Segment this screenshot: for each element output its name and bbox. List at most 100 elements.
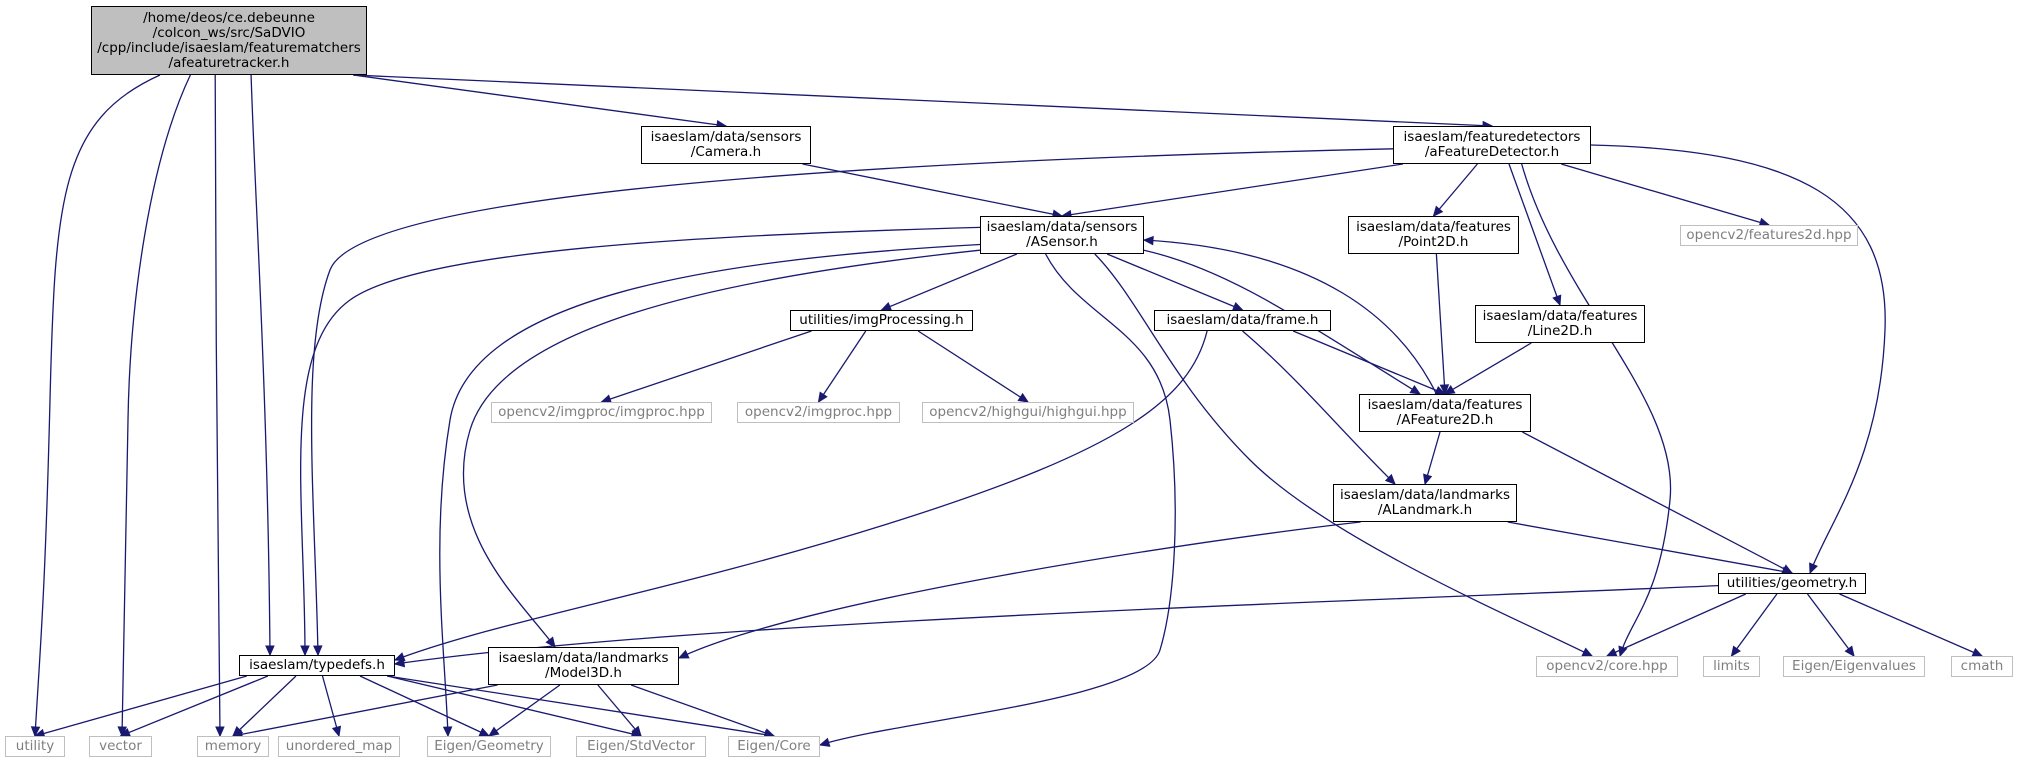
arrowhead	[1142, 235, 1154, 246]
edge-asensor-to-frame	[1106, 253, 1244, 311]
arrowhead	[1443, 385, 1456, 395]
edge-frame-to-typedefs	[393, 330, 1208, 662]
edge-afeature2d-to-alandmark	[1423, 431, 1441, 486]
arrowhead	[265, 645, 275, 657]
edge-afeaturedetector-to-point2d	[1432, 163, 1478, 217]
edge-asensor-to-model3d	[462, 249, 981, 648]
edge-imgprocessing-to-imgproc	[817, 330, 867, 404]
node-eigen-geometry: Eigen/Geometry	[427, 736, 551, 757]
arrowhead	[442, 726, 453, 738]
edge-alandmark-to-geometry	[1507, 521, 1794, 577]
node-geometry[interactable]: utilities/geometry.h	[1718, 573, 1866, 594]
edge-imgprocessing-to-highgui	[917, 330, 1030, 403]
edge-geometry-to-typedefs	[393, 584, 1719, 668]
node-cmath: cmath	[1951, 656, 2013, 677]
edge-afeaturedetector-to-line2d	[1508, 163, 1562, 307]
arrowhead	[677, 649, 690, 659]
arrowhead	[817, 391, 828, 404]
edge-typedefs-to-eigen-geometry	[359, 675, 491, 737]
arrowhead	[1432, 205, 1444, 217]
node-frame[interactable]: isaeslam/data/frame.h	[1154, 310, 1331, 331]
arrowhead	[1423, 473, 1433, 486]
edge-root-to-utility	[30, 74, 161, 738]
edge-geometry-to-corehpp	[1605, 593, 1747, 657]
edge-afeature2d-to-asensor	[1142, 235, 1437, 395]
arrowhead	[1409, 384, 1422, 395]
arrowhead	[313, 645, 323, 657]
node-typedefs[interactable]: isaeslam/typedefs.h	[239, 655, 395, 676]
edge-afeature2d-to-geometry	[1522, 431, 1794, 574]
arrowhead	[331, 725, 342, 738]
node-limits: limits	[1703, 656, 1760, 677]
edge-root-to-afeaturedetector	[353, 74, 1494, 131]
node-highgui: opencv2/highgui/highgui.hpp	[922, 402, 1134, 423]
node-root[interactable]: /home/deos/ce.debeunne /colcon_ws/src/Sa…	[91, 6, 367, 75]
edge-model3d-to-eigen-core	[630, 684, 776, 738]
arrowhead	[30, 726, 41, 738]
edge-asensor-to-corehpp	[1094, 253, 1594, 657]
arrowhead	[1384, 473, 1396, 485]
edge-model3d-to-eigen-geometry	[488, 684, 561, 737]
arrowhead	[488, 726, 500, 737]
arrowhead	[1552, 294, 1562, 307]
node-vector: vector	[89, 736, 152, 757]
node-point2d[interactable]: isaeslam/data/features /Point2D.h	[1348, 216, 1519, 254]
edge-root-to-typedefs	[250, 74, 275, 657]
edge-afeaturedetector-to-features2d	[1561, 163, 1771, 227]
arrowhead	[215, 726, 225, 738]
node-eigen-stdvector: Eigen/StdVector	[576, 736, 706, 757]
node-afeature2d[interactable]: isaeslam/data/features /AFeature2D.h	[1359, 394, 1531, 432]
node-imgprocessing[interactable]: utilities/imgProcessing.h	[790, 310, 973, 331]
arrowhead	[1439, 384, 1450, 396]
node-camera[interactable]: isaeslam/data/sensors /Camera.h	[641, 126, 811, 164]
edge-typedefs-to-unordered-map	[321, 675, 342, 738]
dependency-edges	[30, 74, 1984, 747]
node-corehpp: opencv2/core.hpp	[1536, 656, 1678, 677]
arrowhead	[1971, 647, 1984, 657]
edge-imgprocessing-to-imgproc-imgproc	[600, 330, 812, 404]
edge-model3d-to-memory	[231, 684, 498, 739]
arrowhead	[1581, 647, 1594, 657]
edge-frame-to-afeature2d	[1292, 330, 1447, 395]
node-alandmark[interactable]: isaeslam/data/landmarks /ALandmark.h	[1333, 484, 1517, 522]
arrowhead	[545, 636, 556, 648]
arrowhead	[1017, 392, 1030, 403]
node-imgproc: opencv2/imgproc.hpp	[737, 402, 900, 423]
edge-root-to-vector	[117, 74, 191, 738]
node-utility: utility	[5, 736, 65, 757]
arrowhead	[393, 657, 406, 668]
edge-geometry-to-limits	[1730, 593, 1778, 657]
arrowhead	[1844, 645, 1855, 657]
node-afeaturedetector[interactable]: isaeslam/featuredetectors /aFeatureDetec…	[1393, 126, 1591, 164]
edge-camera-to-asensor	[802, 163, 1064, 219]
edge-afeaturedetector-to-geometry	[1590, 144, 1886, 575]
edge-asensor-to-imgprocessing	[880, 253, 1018, 311]
edge-model3d-to-eigen-stdvector	[597, 684, 642, 737]
node-model3d[interactable]: isaeslam/data/landmarks /Model3D.h	[488, 647, 679, 685]
edge-root-to-memory	[214, 74, 225, 738]
edge-asensor-to-eigen-geometry	[439, 243, 981, 738]
node-unordered-map: unordered_map	[278, 736, 400, 757]
edge-geometry-to-eigenvalues	[1806, 593, 1855, 657]
edge-afeaturedetector-to-corehpp	[1521, 163, 1672, 658]
node-line2d[interactable]: isaeslam/data/features /Line2D.h	[1475, 305, 1645, 343]
edge-typedefs-to-memory	[232, 675, 297, 737]
arrowhead	[300, 645, 310, 657]
arrowhead	[1605, 647, 1618, 657]
node-eigen-core: Eigen/Core	[728, 736, 820, 757]
edge-frame-to-alandmark	[1242, 330, 1396, 485]
arrowhead	[818, 737, 831, 747]
arrowhead	[1730, 645, 1741, 657]
edge-asensor-to-eigen-core	[818, 253, 1176, 747]
arrowhead	[393, 652, 406, 662]
edge-alandmark-to-model3d	[677, 521, 1361, 659]
node-memory: memory	[197, 736, 269, 757]
arrowhead	[631, 725, 642, 737]
node-eigenvalues: Eigen/Eigenvalues	[1783, 656, 1925, 677]
node-features2d: opencv2/features2d.hpp	[1680, 225, 1858, 246]
node-imgproc-imgproc: opencv2/imgproc/imgproc.hpp	[491, 402, 712, 423]
edge-line2d-to-afeature2d	[1443, 342, 1532, 395]
arrowhead	[1809, 562, 1818, 575]
node-asensor[interactable]: isaeslam/data/sensors /ASensor.h	[980, 216, 1144, 254]
